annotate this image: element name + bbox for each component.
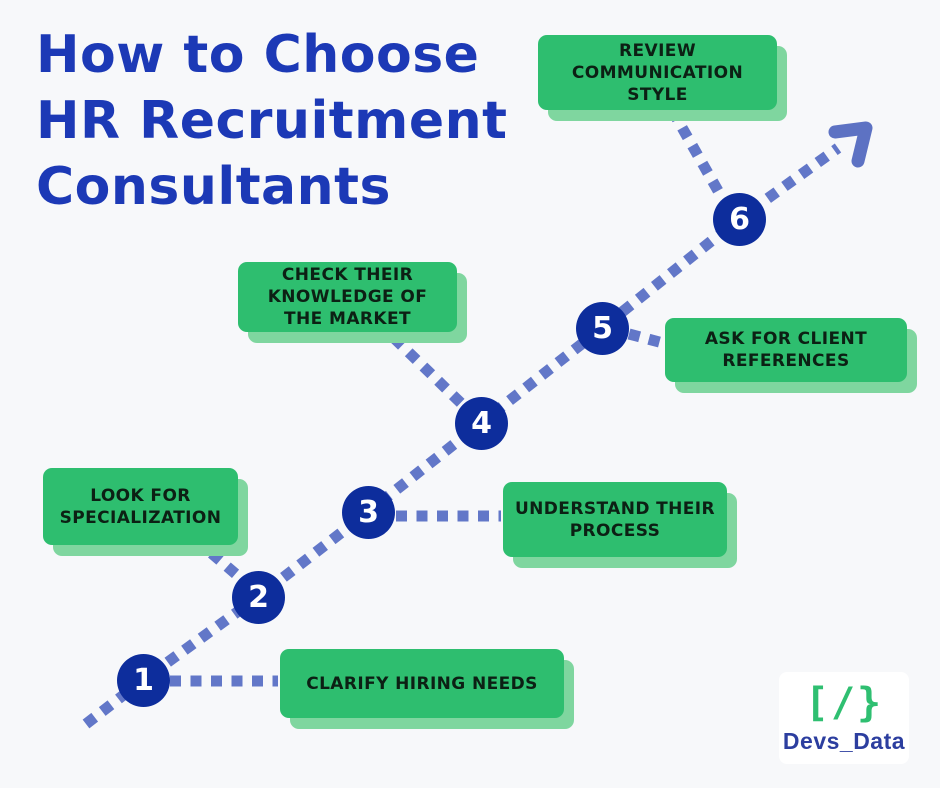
step-4-number: 4: [471, 406, 492, 441]
step-2-number: 2: [248, 580, 269, 615]
step-3-circle: 3: [342, 486, 395, 539]
branch-line-step6: [667, 107, 726, 199]
step-1-number: 1: [133, 663, 154, 698]
step-3-number: 3: [358, 495, 379, 530]
title-line-1: How to Choose: [36, 25, 480, 85]
title-line-3: Consultants: [36, 157, 391, 217]
step-5-number: 5: [592, 311, 613, 346]
page-title: How to Choose HR Recruitment Consultants: [36, 22, 507, 220]
step-6-label-box: REVIEW COMMUNICATION STYLE: [538, 35, 777, 110]
brand-logo-card: [/} Devs_Data: [779, 672, 909, 764]
step-6-label: REVIEW COMMUNICATION STYLE: [571, 40, 744, 105]
step-1-circle: 1: [117, 654, 170, 707]
step-6-circle: 6: [713, 193, 766, 246]
step-2-label: LOOK FOR SPECIALIZATION: [59, 485, 222, 528]
branch-line-step5: [627, 328, 665, 349]
title-line-2: HR Recruitment: [36, 91, 508, 151]
step-4-label: CHECK THEIR KNOWLEDGE OF THE MARKET: [267, 265, 428, 329]
step-3-label: UNDERSTAND THEIR PROCESS: [514, 498, 716, 541]
step-6-number: 6: [729, 202, 750, 237]
branch-line-step2: [192, 535, 248, 586]
brand-name: Devs_Data: [782, 728, 906, 754]
step-2-label-box: LOOK FOR SPECIALIZATION: [43, 468, 238, 545]
step-5-label-box: ASK FOR CLIENT REFERENCES: [665, 318, 907, 382]
step-2-circle: 2: [232, 571, 285, 624]
step-5-label: ASK FOR CLIENT REFERENCES: [704, 329, 868, 371]
step-4-label-box: CHECK THEIR KNOWLEDGE OF THE MARKET: [238, 262, 457, 332]
arrow-up-right-icon: [828, 121, 873, 168]
step-5-circle: 5: [576, 302, 629, 355]
step-1-label-box: CLARIFY HIRING NEEDS: [280, 649, 564, 718]
step-1-label: CLARIFY HIRING NEEDS: [306, 673, 538, 694]
branch-line-step4: [390, 334, 469, 411]
code-brackets-icon: [/}: [804, 680, 884, 726]
step-4-circle: 4: [455, 397, 508, 450]
step-3-label-box: UNDERSTAND THEIR PROCESS: [503, 482, 727, 557]
